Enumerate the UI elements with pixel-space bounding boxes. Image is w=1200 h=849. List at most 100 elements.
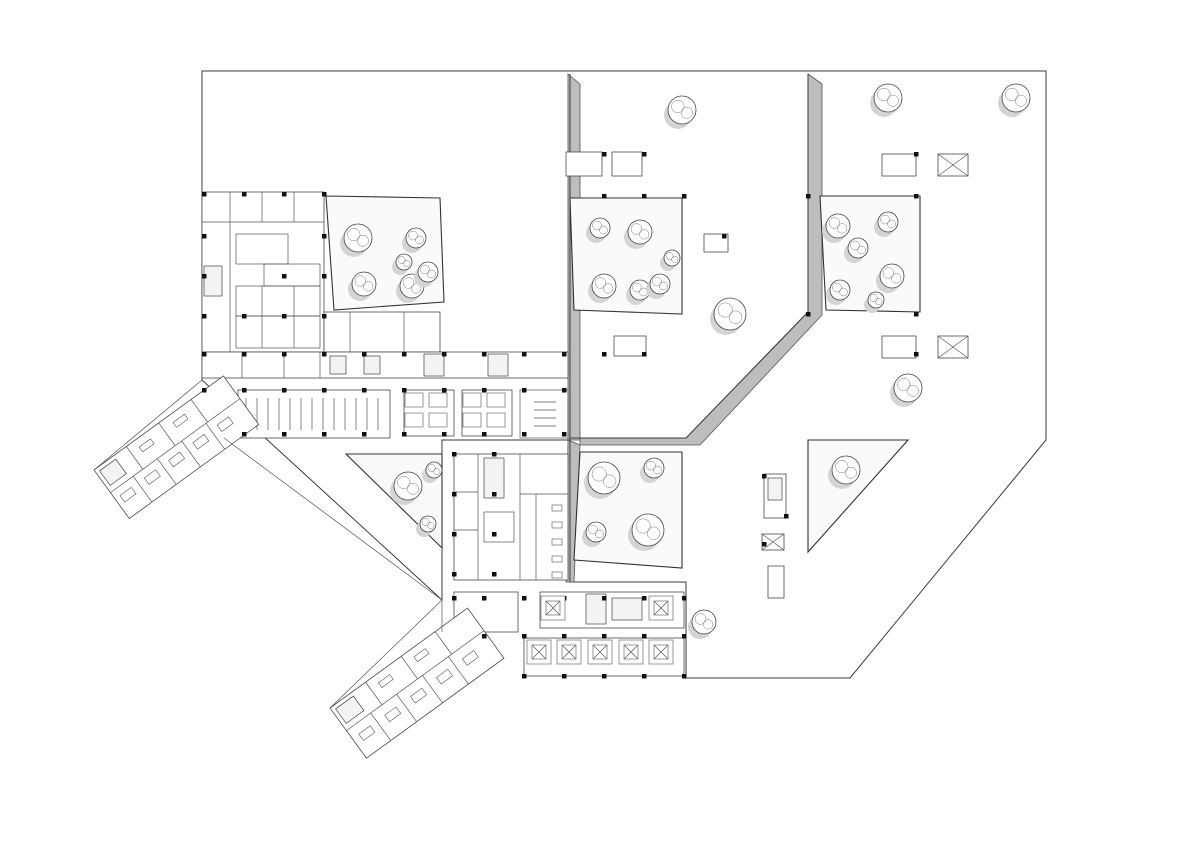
- tree-icon: [392, 253, 413, 275]
- courtyard-north-west: [325, 195, 445, 311]
- column: [522, 352, 527, 357]
- desk-icon: [404, 392, 424, 408]
- column: [322, 192, 327, 197]
- column: [362, 352, 367, 357]
- column: [442, 388, 447, 393]
- column: [784, 514, 789, 519]
- column: [482, 432, 487, 437]
- hvac-unit-icon: [648, 639, 674, 665]
- stair-core: [203, 265, 223, 297]
- column: [202, 388, 207, 393]
- column: [482, 596, 487, 601]
- column: [442, 352, 447, 357]
- central-band: [237, 389, 569, 439]
- column: [482, 634, 487, 639]
- tree-icon: [624, 219, 653, 249]
- column: [562, 634, 567, 639]
- column: [914, 352, 919, 357]
- column: [492, 572, 497, 577]
- column: [762, 474, 767, 479]
- column: [402, 388, 407, 393]
- column: [322, 234, 327, 239]
- column: [642, 634, 647, 639]
- office-block-west: [201, 191, 569, 379]
- tree-icon: [844, 237, 869, 263]
- column: [806, 312, 811, 317]
- tree-icon: [890, 373, 923, 407]
- column: [642, 596, 647, 601]
- column: [682, 596, 687, 601]
- column: [482, 388, 487, 393]
- column: [202, 234, 207, 239]
- column: [362, 388, 367, 393]
- column: [682, 634, 687, 639]
- desk-icon: [462, 392, 482, 408]
- tree-icon: [710, 297, 747, 335]
- column: [642, 152, 647, 157]
- tree-icon: [390, 471, 423, 505]
- column: [322, 274, 327, 279]
- column: [322, 314, 327, 319]
- column: [492, 452, 497, 457]
- column: [562, 352, 567, 357]
- column: [492, 492, 497, 497]
- column: [602, 352, 607, 357]
- column: [452, 492, 457, 497]
- tree-icon: [870, 83, 903, 117]
- column: [682, 674, 687, 679]
- building-envelope: [201, 70, 1047, 679]
- tree-icon: [876, 263, 905, 293]
- column: [806, 194, 811, 199]
- column: [452, 572, 457, 577]
- column: [242, 314, 247, 319]
- column: [452, 596, 457, 601]
- column: [282, 352, 287, 357]
- column: [914, 312, 919, 317]
- column: [482, 352, 487, 357]
- column: [322, 388, 327, 393]
- office-block-east: [565, 151, 969, 599]
- column: [452, 452, 457, 457]
- column: [602, 634, 607, 639]
- tree-icon: [340, 223, 373, 257]
- hvac-unit-icon: [587, 639, 613, 665]
- tree-icon: [664, 95, 697, 129]
- column: [242, 192, 247, 197]
- column: [442, 432, 447, 437]
- column: [282, 388, 287, 393]
- tree-icon: [416, 515, 437, 537]
- tree-icon: [822, 213, 851, 243]
- desk-clusters: [404, 392, 506, 428]
- tree-icon: [584, 461, 621, 499]
- column: [362, 432, 367, 437]
- column: [402, 352, 407, 357]
- tree-icon: [828, 455, 861, 489]
- column: [602, 152, 607, 157]
- column: [522, 432, 527, 437]
- column: [202, 352, 207, 357]
- desk-icon: [428, 412, 448, 428]
- residential-wing-west: [93, 375, 260, 520]
- tree-icon: [688, 609, 717, 639]
- column: [452, 532, 457, 537]
- desk-icon: [486, 412, 506, 428]
- column: [202, 192, 207, 197]
- column: [562, 432, 567, 437]
- column: [322, 352, 327, 357]
- column: [282, 192, 287, 197]
- column: [722, 234, 727, 239]
- tree-icon: [414, 261, 439, 287]
- tree-icon: [422, 461, 443, 483]
- column: [914, 152, 919, 157]
- column: [522, 674, 527, 679]
- column: [322, 432, 327, 437]
- column: [522, 388, 527, 393]
- desk-icon: [404, 412, 424, 428]
- column: [562, 674, 567, 679]
- column: [914, 194, 919, 199]
- residential-wing-south: [329, 607, 505, 759]
- column: [682, 194, 687, 199]
- desk-icon: [462, 412, 482, 428]
- tree-icon: [660, 249, 681, 271]
